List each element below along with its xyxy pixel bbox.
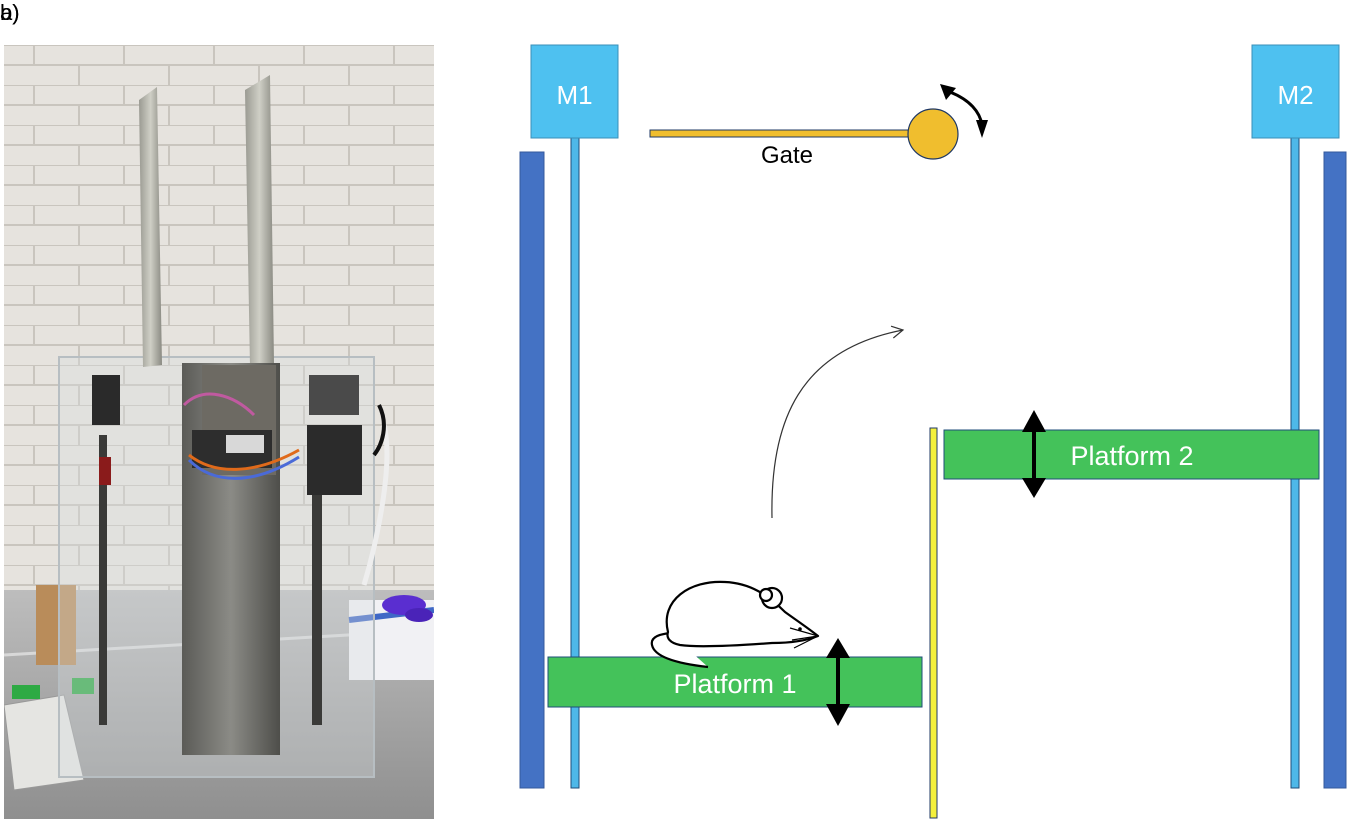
platform-2-label: Platform 2 xyxy=(1070,441,1193,471)
platform-1 xyxy=(547,656,923,708)
green-tape-1 xyxy=(12,685,40,699)
motor-1-label: M1 xyxy=(556,80,592,110)
double-arrow-icon-platform-1 xyxy=(826,638,850,726)
motor-housing-right xyxy=(307,425,362,495)
cardboard-box xyxy=(36,585,76,665)
panel-label-b: b) xyxy=(0,0,20,25)
notebook xyxy=(4,694,85,791)
motor-1 xyxy=(530,44,619,139)
lead-screw-left xyxy=(99,435,107,725)
double-arrow-icon-platform-2 xyxy=(1022,410,1046,498)
gate-pivot xyxy=(907,108,959,160)
mouse-icon xyxy=(650,580,820,669)
panel-label-a: a) xyxy=(0,0,20,25)
metal-blade-right xyxy=(245,75,274,367)
platform-1-label: Platform 1 xyxy=(673,669,796,699)
right-wall xyxy=(1323,151,1347,789)
jump-path-arrow-icon xyxy=(771,325,905,519)
apparatus-photo xyxy=(4,45,434,819)
divider-wall xyxy=(929,427,938,819)
gate-label: Gate xyxy=(761,142,813,169)
metal-blade-left xyxy=(139,87,162,367)
motor-2 xyxy=(1251,44,1340,139)
motor-housing-left xyxy=(92,375,120,425)
rotate-arrow-icon xyxy=(940,84,988,138)
motor-2-label: M2 xyxy=(1277,80,1313,110)
lead-screw-right xyxy=(312,445,322,725)
left-wall xyxy=(519,151,545,789)
platform-2 xyxy=(943,429,1320,480)
gate-bar xyxy=(649,129,913,138)
green-tape-2 xyxy=(72,678,94,694)
